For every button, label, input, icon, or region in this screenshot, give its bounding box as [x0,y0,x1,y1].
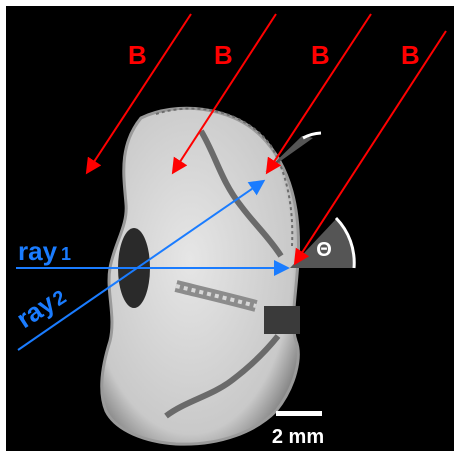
angle-label: Θ [316,239,332,261]
ray-2-label: ray2 [11,280,71,334]
field-label-1: B [128,40,147,70]
angle-arc-top [303,133,321,138]
scale-bar-label: 2 mm [272,426,324,448]
scale-bar [276,411,322,416]
field-label-2: B [214,40,233,70]
dark-patch [264,306,300,334]
field-label-4: B [401,40,420,70]
field-arrow-3 [268,14,371,171]
field-label-3: B [311,40,330,70]
tissue-specimen [102,108,300,444]
